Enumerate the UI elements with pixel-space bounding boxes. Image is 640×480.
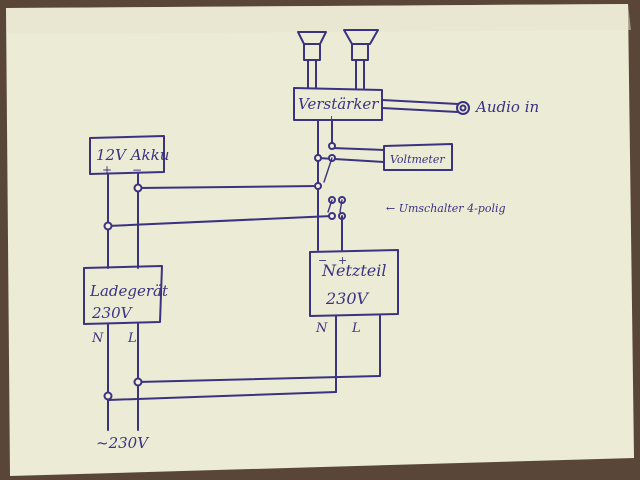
- charger-voltage: 230V: [91, 304, 134, 322]
- charger-n-label: N: [91, 331, 104, 346]
- psu-label: Netzteil: [321, 261, 386, 280]
- paper-shade: [6, 4, 631, 34]
- psu-plus: +: [338, 254, 347, 267]
- amplifier-minus: −: [312, 113, 321, 126]
- speaker-left-icon: [297, 31, 327, 89]
- battery-label: 12V Akku: [96, 146, 169, 164]
- switch-wire-lower: [107, 215, 333, 227]
- battery-box: 12V Akku + −: [89, 135, 169, 177]
- audio-in-label: Audio in: [474, 98, 539, 116]
- psu-l-wire: [137, 315, 381, 383]
- psu-minus: −: [318, 254, 327, 267]
- charger-l-label: L: [127, 331, 137, 346]
- audio-cable: [381, 99, 470, 115]
- switch-note: ← Umschalter 4-polig: [386, 202, 506, 215]
- audio-jack-icon: [456, 101, 470, 115]
- psu-voltage: 230V: [325, 289, 370, 308]
- psu-l-label: L: [351, 321, 361, 336]
- mains-label: ~230V: [96, 434, 150, 452]
- voltmeter-label: Voltmeter: [390, 153, 445, 166]
- switch-4-pole: [314, 142, 346, 251]
- speaker-right-icon: [343, 29, 379, 89]
- paper-sheet: [6, 4, 634, 476]
- voltmeter-wire-top: [331, 147, 385, 151]
- charger-label: Ladegerät: [89, 282, 169, 300]
- psu-n-return: [107, 391, 337, 401]
- psu-n-label: N: [315, 321, 328, 336]
- battery-minus: −: [132, 163, 142, 177]
- charger-box: Ladegerät 230V N L: [83, 265, 169, 346]
- psu-box: Netzteil 230V N L − +: [309, 249, 399, 336]
- battery-plus: +: [102, 163, 112, 177]
- switch-wire-upper: [137, 185, 319, 189]
- amplifier-label: Verstärker: [298, 95, 379, 113]
